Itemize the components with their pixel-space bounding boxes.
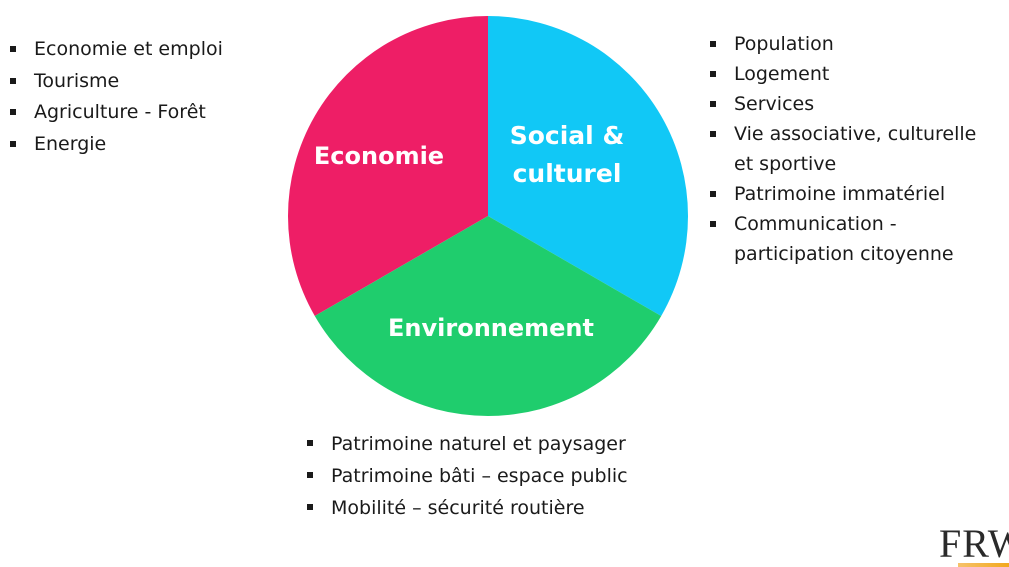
list-item: Agriculture - Forêt [8, 97, 223, 129]
social-segment [488, 16, 689, 316]
list-item: Communication - participation citoyenne [708, 209, 976, 269]
bullet-icon [710, 41, 716, 47]
list-item-text: Economie et emploi [34, 38, 223, 60]
list-item: Economie et emploi [8, 34, 223, 66]
list-item-text: et sportive [734, 153, 837, 175]
list-item-text: Communication - [734, 213, 897, 235]
bullet-icon [710, 131, 716, 137]
bullet-icon [710, 71, 716, 77]
list-item-text: Logement [734, 63, 830, 85]
list-item: Energie [8, 129, 223, 161]
economie-label: Economie [314, 142, 444, 170]
bullet-icon [710, 221, 716, 227]
environnement-segment [314, 216, 662, 417]
bullet-icon [10, 140, 16, 147]
bullet-icon [307, 472, 313, 478]
bullet-icon [10, 109, 16, 115]
list-item-text: Mobilité – sécurité routière [331, 497, 585, 519]
list-item: Mobilité – sécurité routière [305, 492, 628, 524]
bullet-icon [10, 46, 16, 52]
three-pillar-pie-diagram: Economie Social & culturel Environnement [287, 16, 689, 417]
list-item-text: participation citoyenne [734, 243, 954, 265]
economie-segment [287, 16, 488, 316]
list-item-text: Services [734, 93, 815, 115]
logo-accent-bar [958, 563, 1009, 567]
list-item-text: Patrimoine bâti – espace public [331, 465, 628, 487]
list-item: Patrimoine naturel et paysager [305, 428, 628, 460]
list-item-text: Tourisme [34, 69, 120, 92]
bullet-icon [307, 440, 313, 446]
list-item-text: Agriculture - Forêt [34, 101, 206, 123]
list-item-text: Patrimoine naturel et paysager [331, 433, 626, 455]
list-item: Services [708, 89, 976, 119]
social-label-line2: culturel [513, 159, 622, 188]
bullet-icon [710, 191, 716, 197]
list-item-text: Energie [34, 132, 107, 155]
social-label-line1: Social & [510, 121, 625, 150]
bullet-icon [710, 101, 716, 107]
frw-logo: FRW [939, 521, 1009, 566]
bullet-icon [307, 504, 313, 510]
bullet-icon [10, 77, 16, 84]
environnement-label: Environnement [388, 314, 594, 342]
list-item: Patrimoine bâti – espace public [305, 460, 628, 492]
list-item: Population [708, 29, 976, 59]
list-item: Tourisme [8, 66, 223, 98]
list-item: Patrimoine immatériel [708, 179, 976, 209]
list-item-text: Vie associative, culturelle [734, 123, 977, 145]
list-item-text: Population [734, 33, 834, 55]
list-item: Vie associative, culturelle et sportive [708, 119, 976, 179]
list-item: Logement [708, 59, 976, 89]
list-item-text: Patrimoine immatériel [734, 183, 946, 205]
